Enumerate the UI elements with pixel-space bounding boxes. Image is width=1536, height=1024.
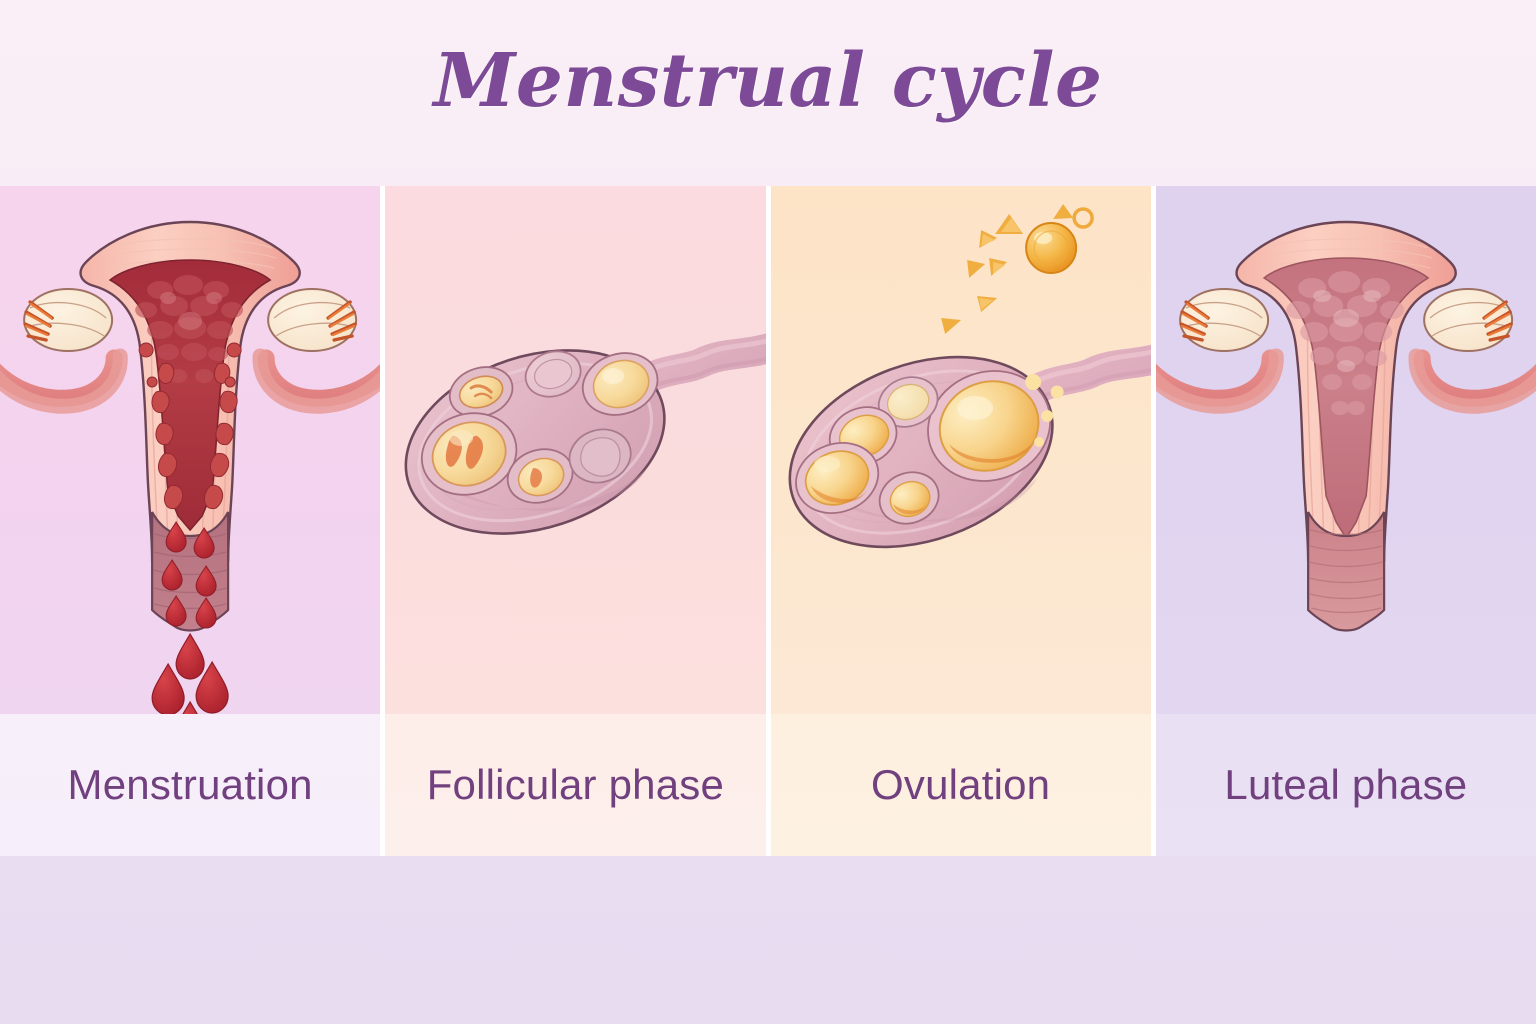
label-band-ovulation: Ovulation [770,714,1151,856]
panel-ovulation[interactable]: Ovulation [770,186,1151,856]
phase-label-menstruation: Menstruation [67,761,313,808]
illustration-ovary-follicular [385,186,766,714]
phase-label-ovulation: Ovulation [871,761,1051,808]
header-band: Menstrual cycle [0,0,1536,187]
phase-panel-strip: Menstruation [0,186,1536,856]
illustration-uterus-luteal [1155,186,1536,714]
panel-menstruation[interactable]: Menstruation [0,186,381,856]
bottom-band [0,856,1536,1024]
illustration-uterus-menstruation [0,186,381,748]
label-band-follicular-phase: Follicular phase [385,714,766,856]
phase-label-luteal-phase: Luteal phase [1224,761,1468,808]
phase-label-follicular-phase: Follicular phase [426,761,725,808]
panel-follicular-phase[interactable]: Follicular phase [385,186,766,856]
label-band-luteal-phase: Luteal phase [1155,714,1536,856]
panel-luteal-phase[interactable]: Luteal phase [1155,186,1536,856]
illustration-ovary-ovulation [771,186,1151,714]
page-title: Menstrual cycle [433,38,1103,124]
released-egg-group [940,204,1094,334]
label-band-menstruation: Menstruation [0,714,381,856]
